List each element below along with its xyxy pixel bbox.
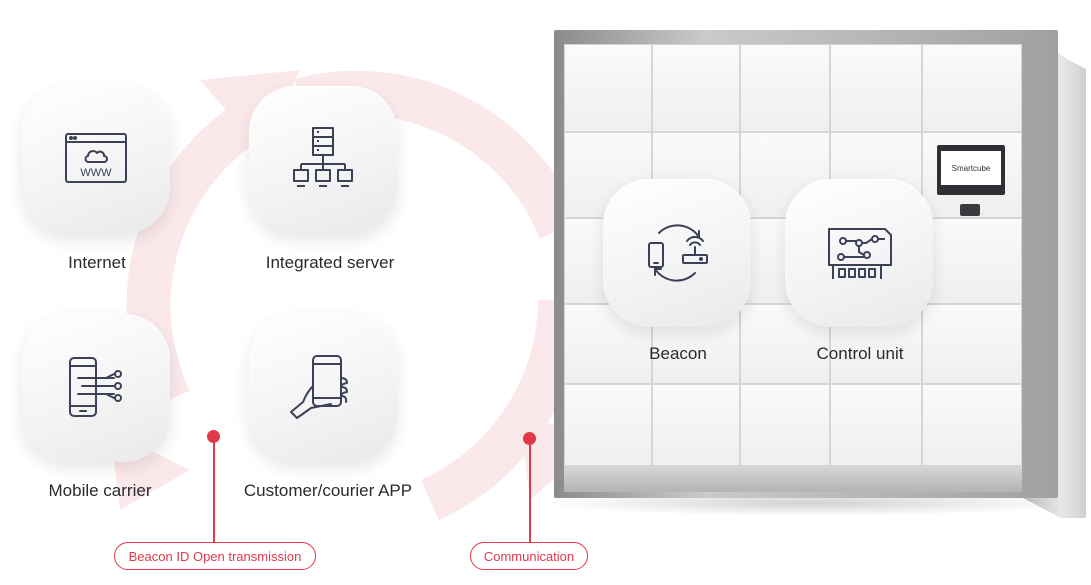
communication-callout-line [529,444,531,542]
customer-courier-app-card [249,314,397,462]
locker-base [564,466,1022,492]
locker-door [922,44,1022,132]
server-network-icon [293,127,353,187]
mobile-carrier-card [22,314,170,462]
internet-card: WWW [22,86,170,234]
control-unit-card [785,179,933,327]
locker-door [922,304,1022,384]
beacon-callout-line [213,442,215,542]
integrated-server-card [249,86,397,234]
www-cloud-icon: WWW [65,133,127,183]
locker-door [564,44,652,132]
svg-text:WWW: WWW [80,167,112,179]
locker-door [922,384,1022,466]
locker-door [740,44,830,132]
locker-door [922,218,1022,304]
mobile-carrier-label: Mobile carrier [48,481,152,500]
locker-door [652,44,740,132]
beacon-callout-dot [207,430,220,443]
locker-door [830,384,922,466]
hand-phone-icon [290,355,348,419]
locker-door [830,44,922,132]
locker-door [564,384,652,466]
communication-callout-dot [523,432,536,445]
locker-door [740,384,830,466]
integrated-server-label: Integrated server [265,253,395,272]
card-reader [960,204,980,216]
beacon-sync-icon [648,224,708,282]
mobile-signal-icon [69,357,122,417]
kiosk-screen: Smartcube [941,151,1001,185]
locker-door [652,384,740,466]
circuit-board-icon [828,228,892,279]
beacon-card [603,179,751,327]
beacon-label: Beacon [649,344,707,363]
beacon-id-callout: Beacon ID Open transmission [114,542,316,570]
control-unit-label: Control unit [816,344,904,363]
communication-callout: Communication [470,542,588,570]
kiosk-terminal: Smartcube [937,145,1005,195]
customer-courier-app-label: Customer/courier APP [243,481,413,500]
internet-label: Internet [68,253,126,272]
